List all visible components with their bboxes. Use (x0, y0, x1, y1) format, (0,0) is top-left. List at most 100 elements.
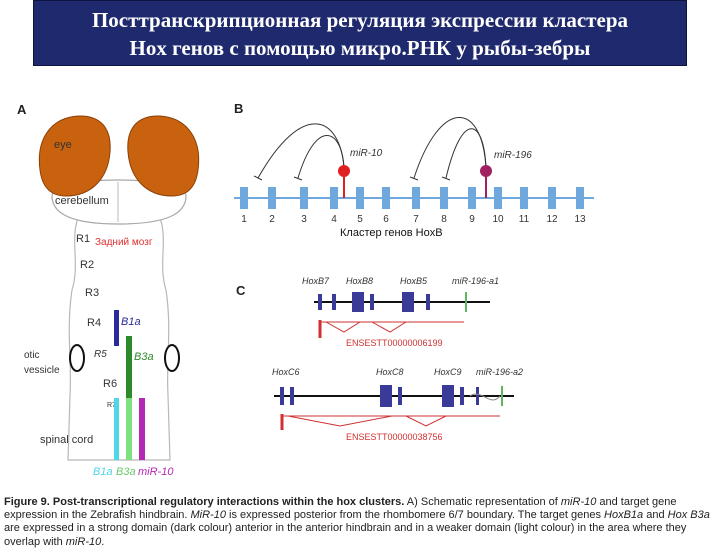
hoxb-gene-number-1: 1 (241, 214, 247, 225)
hoxb-gene-number-7: 7 (413, 214, 419, 225)
mir196-inhibit-bar-7 (409, 176, 419, 181)
otic-vesicle-right (164, 344, 180, 372)
otic-label: otic (24, 350, 40, 361)
slide-title-box: Посттранскрипционная регуляция экспресси… (33, 0, 687, 66)
bottom-exon (476, 387, 479, 405)
hoxb-gene-number-9: 9 (469, 214, 475, 225)
mir10-label: miR-10 (350, 148, 383, 159)
hoxc8-label: HoxC8 (376, 367, 404, 377)
bottom-mir10-label: miR-10 (138, 466, 174, 478)
panel-b-label: B (234, 101, 243, 116)
hoxb-cluster-ru-label: Кластер генов HoxB (340, 227, 443, 239)
hoxb-gene-7 (412, 187, 420, 209)
caption-text-4: and (643, 509, 668, 522)
bottom-exon (380, 385, 392, 407)
caption-mir-1: miR-10 (560, 496, 597, 508)
hoxb-gene-number-12: 12 (546, 214, 558, 225)
caption-text-1: A) Schematic representation of (404, 496, 561, 508)
hoxb-gene-number-5: 5 (357, 214, 363, 225)
hoxb-gene-4 (330, 187, 338, 209)
top-transcript-label: ENSESTT00000006199 (346, 338, 443, 348)
slide-title-line-1: Посттранскрипционная регуляция экспресси… (91, 8, 629, 32)
top-exon (426, 294, 430, 310)
caption-text-5: are expressed in a strong domain (dark c… (4, 522, 687, 548)
hoxc9-label: HoxC9 (434, 367, 462, 377)
mir10-inhibit-bar-3 (293, 176, 303, 181)
hoxb-gene-number-4: 4 (331, 214, 337, 225)
mir196-label: miR-196 (494, 150, 532, 161)
rhombomere-r5: R5 (94, 349, 107, 360)
b3a-strong-domain (126, 336, 132, 398)
eye-label: eye (54, 139, 72, 151)
rhombomere-r1: R1 (76, 233, 90, 245)
panel-a-label: A (17, 102, 27, 117)
caption-gene-1: HoxB1a (604, 509, 644, 522)
mir196-arc-to-gene8 (445, 128, 487, 179)
hoxb-gene-12 (548, 187, 556, 209)
bottom-b1a-label: B1a (93, 466, 113, 478)
rhombomere-r7: R7 (107, 402, 116, 409)
bottom-b3a-label: B3a (116, 466, 136, 478)
hoxc6-label: HoxC6 (272, 367, 300, 377)
b1a-weak-domain (114, 398, 119, 460)
panel-c: C HoxB7 HoxB8 HoxB5 miR-196-a1 ENSESTT00… (236, 276, 523, 442)
eye-left-shape (38, 115, 111, 197)
mir10-inhibit-bar-1 (253, 175, 263, 181)
bottom-transcript-introns (287, 415, 447, 427)
hoxb-gene-13 (576, 187, 584, 209)
mir196-marker (480, 165, 492, 177)
hoxb-gene-3 (300, 187, 308, 209)
caption-mir-2: MiR-10 (190, 509, 226, 522)
rhombomere-r4: R4 (87, 317, 101, 329)
hoxb-gene-number-6: 6 (383, 214, 389, 225)
b3a-weak-domain (126, 398, 132, 460)
bottom-exon (460, 387, 464, 405)
bottom-exon (398, 387, 402, 405)
vessicle-label: vessicle (24, 365, 60, 376)
hoxb-gene-number-13: 13 (574, 214, 586, 225)
rhombomere-r3: R3 (85, 287, 99, 299)
figure-caption: Figure 9. Post-transcriptional regulator… (4, 496, 718, 549)
top-exon (332, 294, 336, 310)
top-transcript-introns (325, 321, 407, 333)
hoxb-gene-number-8: 8 (441, 214, 447, 225)
caption-text-3: is expressed posterior from the rhombome… (225, 509, 605, 522)
top-exon (352, 292, 364, 312)
hoxb-gene-5 (356, 187, 364, 209)
caption-gene-2: Hox B3a (667, 509, 710, 522)
hoxb-gene-number-11: 11 (519, 214, 530, 225)
bottom-exon (280, 387, 284, 405)
b1a-label: B1a (121, 316, 141, 328)
caption-text-2: and target gene expression in the Zebraf… (4, 496, 677, 522)
spinal-cord-label: spinal cord (40, 434, 93, 446)
otic-vesicle-left (69, 344, 85, 372)
top-exon (318, 294, 322, 310)
hoxb-gene-number-10: 10 (492, 214, 504, 225)
mir10-arc-to-gene3 (297, 135, 345, 179)
eye-right-shape (127, 115, 200, 197)
caption-lead: Figure 9. Post-transcriptional regulator… (4, 496, 405, 508)
mir196-arc-to-gene7 (413, 117, 487, 179)
top-exon (402, 292, 414, 312)
panel-c-label: C (236, 283, 246, 298)
bottom-exon (442, 385, 454, 407)
cerebellum-label: cerebellum (55, 195, 109, 207)
hoxb5-label: HoxB5 (400, 276, 428, 286)
panel-a: A eye cerebellum Задний мозг R1 R2 R3 R4… (17, 102, 200, 478)
caption-mir-3: miR-10 (65, 535, 102, 548)
hoxb7-label: HoxB7 (302, 276, 330, 286)
slide-title-line-2: Hox генов с помощью микро.РНК у рыбы-зеб… (129, 36, 591, 60)
mir196-inhibit-bar-8 (441, 176, 451, 181)
hoxb-gene-number-2: 2 (269, 214, 275, 225)
caption-text-6: . (101, 535, 105, 548)
hoxb-gene-2 (268, 187, 276, 209)
hoxb-gene-number-3: 3 (301, 214, 307, 225)
hoxb-gene-1 (240, 187, 248, 209)
hoxb-gene-8 (440, 187, 448, 209)
hindbrain-ru-label: Задний мозг (95, 237, 153, 248)
hoxb-gene-boxes (240, 187, 584, 209)
hoxb-gene-6 (382, 187, 390, 209)
